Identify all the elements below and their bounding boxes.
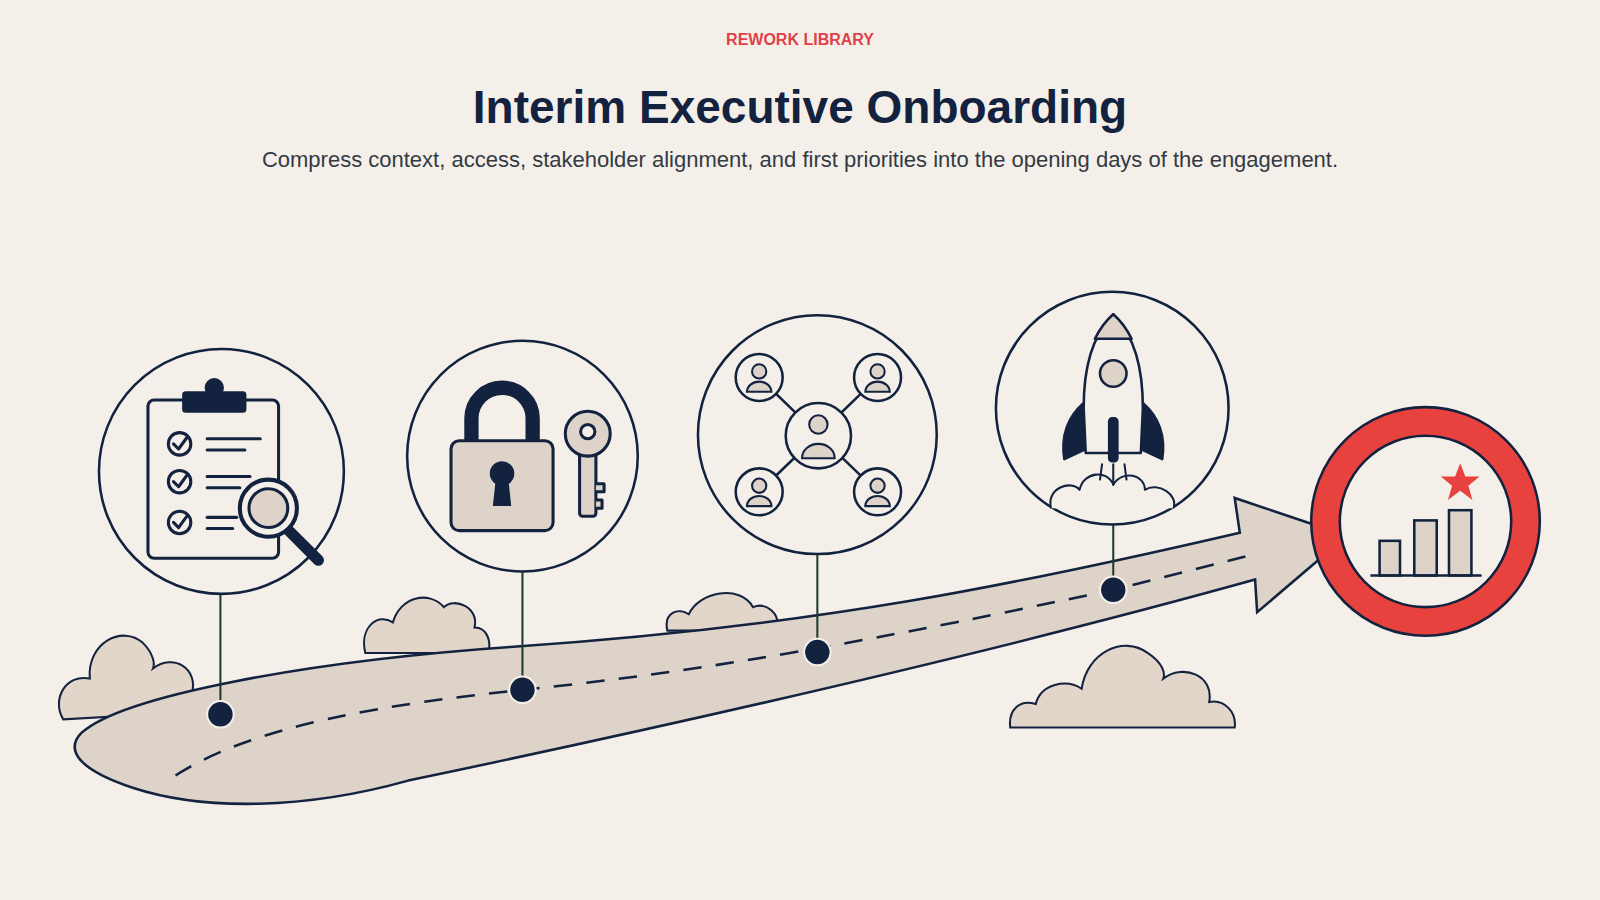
milestone-dots: [207, 577, 1126, 728]
lock-key-icon: [451, 388, 610, 531]
milestone-circles: [99, 292, 1229, 594]
clipboard-icon: [148, 380, 318, 561]
eyebrow-label: REWORK LIBRARY: [500, 30, 1100, 49]
goal-icon: [1311, 407, 1540, 636]
page-title: Interim Executive Onboarding: [150, 80, 1450, 135]
page-subtitle: Compress context, access, stakeholder al…: [250, 145, 1350, 176]
network-icon: [736, 354, 901, 515]
leader-stems: [220, 524, 1113, 704]
rocket-icon: [1050, 314, 1174, 508]
